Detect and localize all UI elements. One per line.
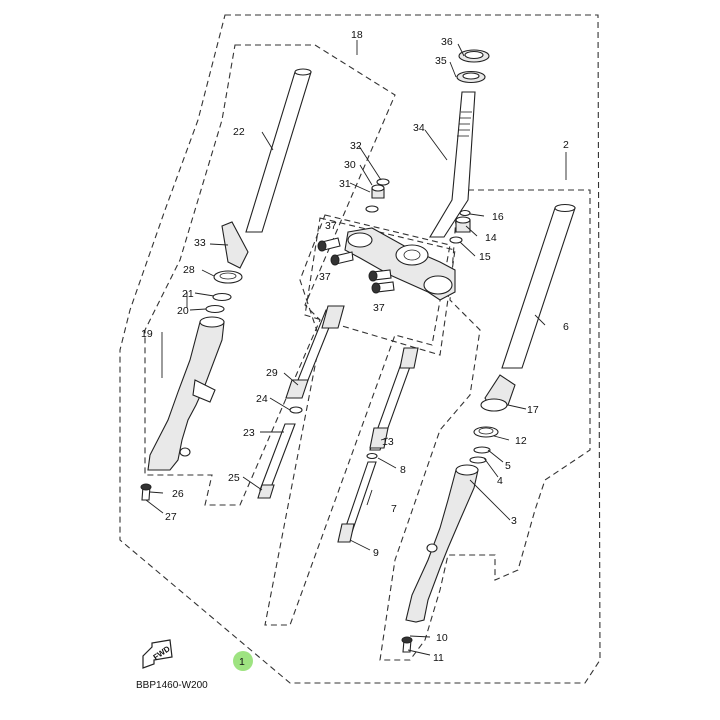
label-4: 4	[497, 475, 503, 487]
label-37-middle: 37	[319, 271, 331, 283]
label-9: 9	[373, 547, 379, 559]
left-drain-bolt	[140, 483, 152, 501]
diagram-code: BBP1460-W200	[136, 680, 208, 691]
right-fork-cover	[480, 374, 516, 412]
label-36: 36	[441, 36, 453, 48]
label-5: 5	[505, 460, 511, 472]
label-22: 22	[233, 126, 245, 138]
left-inner-tube	[245, 68, 312, 233]
label-8: 8	[400, 464, 406, 476]
label-32: 32	[350, 140, 362, 152]
assembly-highlight-marker	[233, 651, 253, 671]
steering-stem-assembly	[429, 49, 490, 238]
left-damper-rod	[257, 305, 345, 499]
label-1: 1	[239, 656, 245, 668]
label-15: 15	[479, 251, 491, 263]
label-18: 18	[351, 29, 363, 41]
assembly-boundary-outline	[119, 14, 601, 684]
callout-labels: 1 2 3 4 5 6 7 8 9 10 11 12 13 14 15 16 1…	[136, 29, 569, 691]
leader-lines	[145, 40, 567, 656]
label-29: 29	[266, 367, 278, 379]
label-37-lower: 37	[373, 302, 385, 314]
right-inner-tube	[501, 203, 576, 369]
right-outer-tube	[405, 464, 479, 623]
label-6: 6	[563, 321, 569, 333]
forward-direction-icon: FWD	[142, 639, 173, 669]
right-top-seals	[449, 209, 471, 244]
label-3: 3	[511, 515, 517, 527]
label-27: 27	[165, 511, 177, 523]
label-25: 25	[228, 472, 240, 484]
stem-seals	[365, 178, 390, 213]
label-17: 17	[527, 404, 539, 416]
bracket-bolts-outline	[304, 217, 456, 356]
label-16: 16	[492, 211, 504, 223]
left-outer-tube	[147, 316, 225, 471]
under-bracket	[344, 227, 456, 301]
label-14: 14	[485, 232, 497, 244]
center-spring-assembly	[337, 347, 419, 543]
label-21: 21	[182, 288, 194, 300]
label-37-upper: 37	[325, 220, 337, 232]
label-19: 19	[141, 328, 153, 340]
right-oil-seals	[469, 426, 499, 464]
label-23: 23	[243, 427, 255, 439]
label-34: 34	[413, 122, 425, 134]
label-28: 28	[183, 264, 195, 276]
label-13: 13	[382, 436, 394, 448]
label-12: 12	[515, 435, 527, 447]
right-drain-bolt	[401, 636, 413, 653]
label-20: 20	[177, 305, 189, 317]
label-2: 2	[563, 139, 569, 151]
label-33: 33	[194, 237, 206, 249]
label-31: 31	[339, 178, 351, 190]
left-dust-seals	[205, 221, 249, 314]
label-30: 30	[344, 159, 356, 171]
label-26: 26	[172, 488, 184, 500]
label-7: 7	[391, 503, 397, 515]
label-35: 35	[435, 55, 447, 67]
label-24: 24	[256, 393, 268, 405]
right-fork-group-outline	[379, 189, 591, 661]
label-10: 10	[436, 632, 448, 644]
left-fork-group-outline	[144, 44, 396, 506]
label-11: 11	[433, 652, 444, 664]
pinch-bolts	[317, 237, 395, 294]
